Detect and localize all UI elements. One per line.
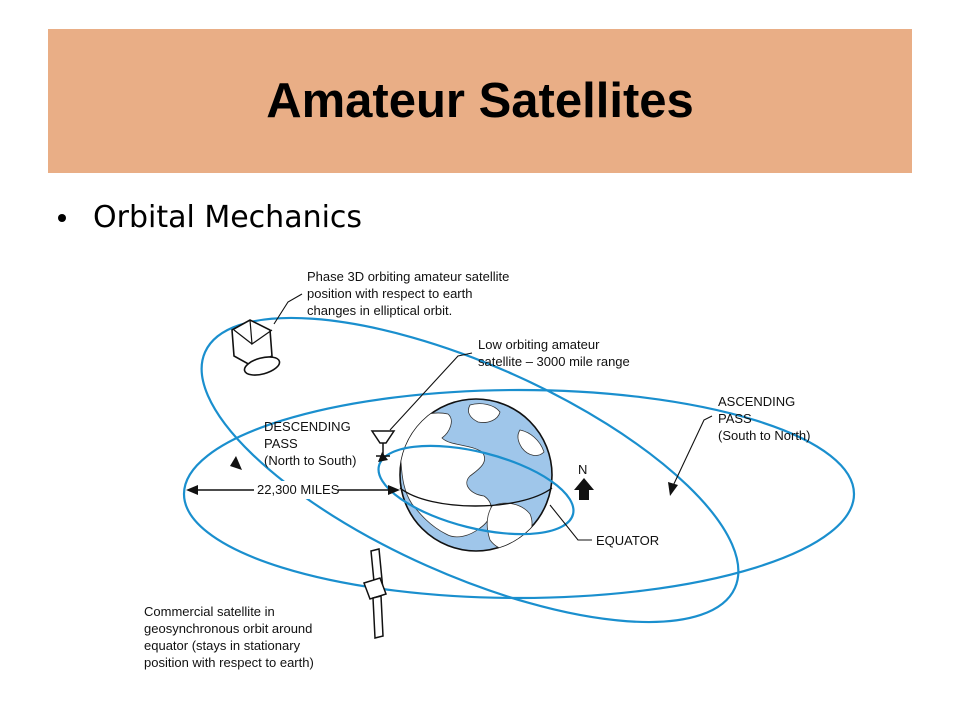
geosync-orbit bbox=[182, 388, 856, 600]
low-orbit-label: Low orbiting amateur satellite – 3000 mi… bbox=[478, 337, 630, 369]
low-orbit-arrow-icon bbox=[378, 452, 388, 462]
ascending-arrow-icon bbox=[668, 482, 678, 496]
bullet-text: Orbital Mechanics bbox=[93, 200, 363, 235]
low-orbit bbox=[377, 444, 575, 536]
phase3d-satellite-icon bbox=[231, 319, 281, 376]
earth-icon bbox=[399, 398, 553, 552]
phase3d-leader-line bbox=[273, 293, 303, 325]
low-orbit-satellite-icon bbox=[370, 430, 396, 457]
ascending-leader-line bbox=[671, 415, 713, 489]
equator-leader-line bbox=[549, 504, 592, 541]
distance-label: 22,300 MILES bbox=[257, 482, 340, 497]
equator-label: EQUATOR bbox=[596, 533, 659, 548]
phase3d-orbit bbox=[200, 316, 740, 624]
north-arrow-icon bbox=[574, 478, 594, 500]
commercial-label: Commercial satellite in geosynchronous o… bbox=[144, 604, 316, 670]
title-bar: Amateur Satellites bbox=[48, 29, 912, 173]
slide-title: Amateur Satellites bbox=[266, 74, 694, 128]
phase3d-label: Phase 3D orbiting amateur satellite posi… bbox=[307, 269, 513, 318]
descending-label: DESCENDING PASS (North to South) bbox=[264, 419, 357, 468]
low-orbit-leader-line bbox=[389, 352, 473, 431]
ascending-label: ASCENDING PASS (South to North) bbox=[718, 394, 811, 443]
commercial-satellite-icon bbox=[363, 548, 387, 639]
bullet-icon bbox=[58, 213, 66, 222]
descending-arrow-icon bbox=[230, 456, 242, 470]
bullet-item: Orbital Mechanics bbox=[58, 200, 362, 235]
north-label: N bbox=[578, 462, 587, 477]
